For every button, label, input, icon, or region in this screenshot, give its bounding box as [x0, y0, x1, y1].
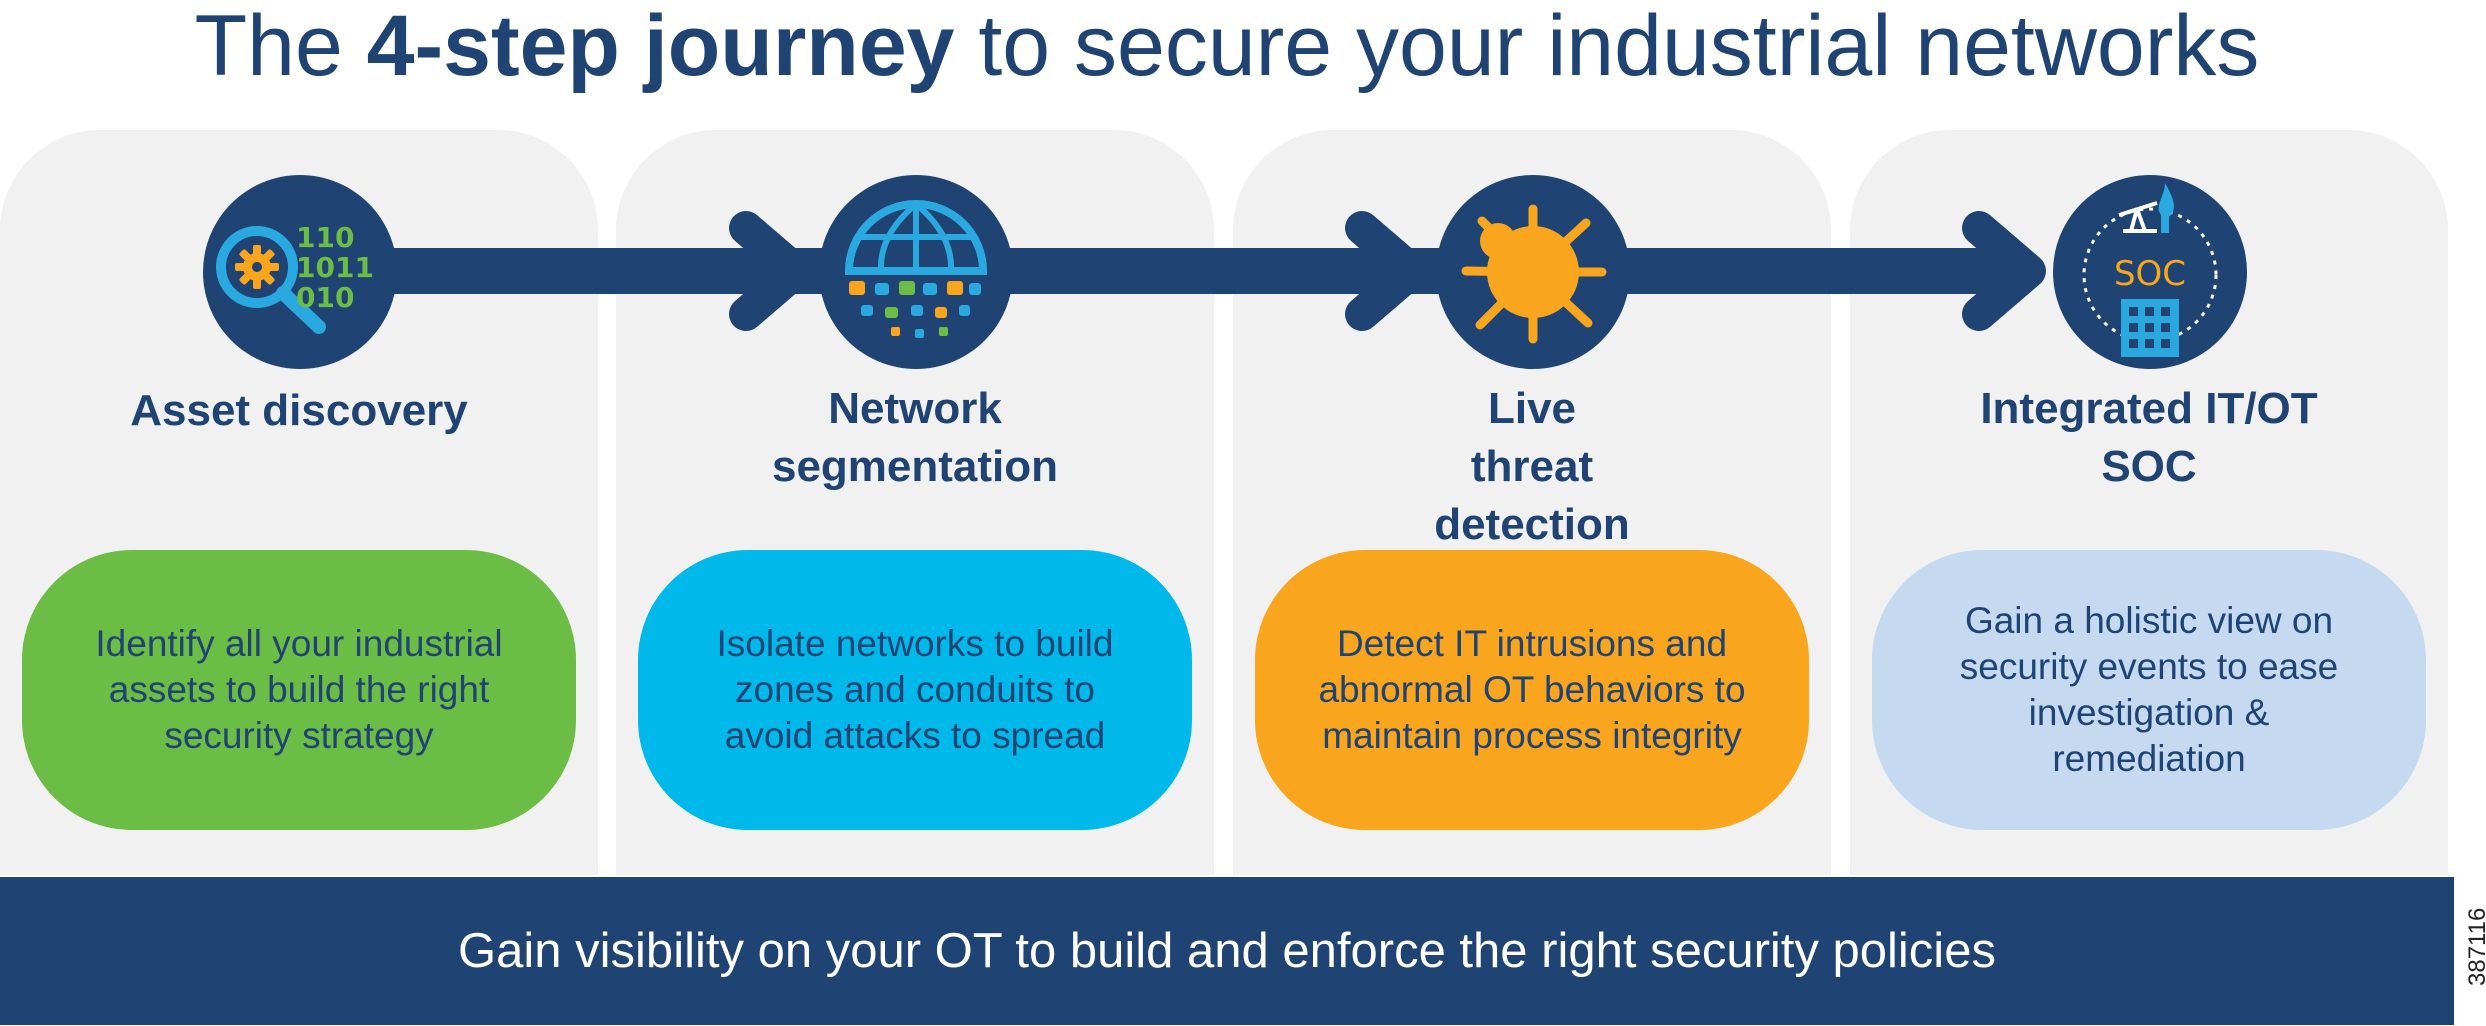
figure-id: 387116 [2464, 907, 2486, 986]
footer-banner: Gain visibility on your OT to build and … [0, 877, 2454, 1025]
binary-line-1: 110 [296, 221, 354, 254]
arrow-chevron-2-icon [1345, 211, 1429, 331]
arrow-chevron-1-icon [729, 211, 813, 331]
step-1-title: Asset discovery [130, 386, 468, 435]
soc-building-icon: SOC [2053, 175, 2247, 369]
step-3-description: Detect IT intrusions and abnormal OT beh… [1318, 623, 1746, 756]
step-4-title: Integrated IT/OT SOC [1980, 384, 2318, 491]
connector-bar [305, 248, 2025, 294]
magnifier-gear-binary-icon: 110 1011 010 [203, 175, 397, 369]
step-3-title: Live threat detection [1434, 384, 1630, 549]
soc-label: SOC [2114, 254, 2186, 294]
page-title: The 4-step journey to secure your indust… [0, 0, 2454, 96]
step-2-description-box: Isolate networks to build zones and cond… [638, 550, 1192, 830]
step-2-description: Isolate networks to build zones and cond… [716, 623, 1114, 756]
title-suffix: to secure your industrial networks [954, 0, 2260, 94]
title-bold: 4-step journey [366, 0, 955, 94]
title-prefix: The [194, 0, 367, 94]
step-2-title: Network segmentation [771, 384, 1059, 491]
bug-threat-icon [1436, 175, 1630, 369]
step-1-description: Identify all your industrial assets to b… [95, 623, 503, 756]
binary-line-2: 1011 [296, 251, 374, 284]
binary-line-3: 010 [296, 281, 354, 314]
globe-segmented-icon [819, 175, 1013, 369]
footer-text: Gain visibility on your OT to build and … [458, 924, 1996, 978]
step-4-description-box: Gain a holistic view on security events … [1872, 550, 2426, 830]
arrow-chevron-3-icon [1962, 211, 2046, 331]
step-3-description-box: Detect IT intrusions and abnormal OT beh… [1255, 550, 1809, 830]
step-4-description: Gain a holistic view on security events … [1959, 600, 2339, 779]
step-1-description-box: Identify all your industrial assets to b… [22, 550, 576, 830]
